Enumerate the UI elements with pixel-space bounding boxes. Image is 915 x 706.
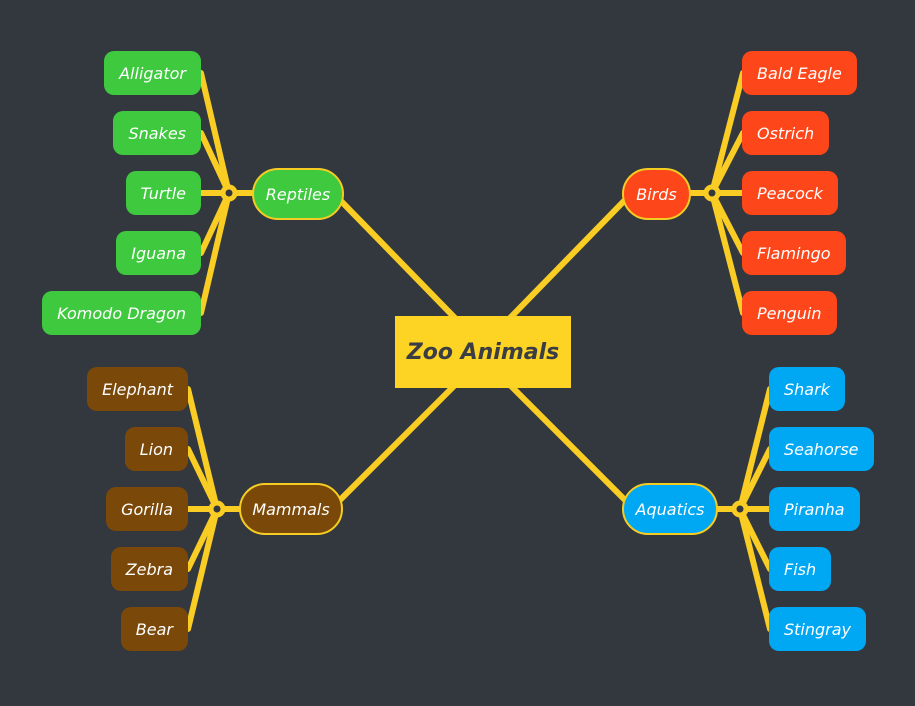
leaf-shark[interactable]: Shark: [769, 367, 845, 411]
leaf-zebra[interactable]: Zebra: [110, 547, 188, 591]
leaf-snakes[interactable]: Snakes: [113, 111, 201, 155]
leaf-peacock[interactable]: Peacock: [742, 171, 838, 215]
leaf-gorilla[interactable]: Gorilla: [106, 487, 188, 531]
leaf-flamingo[interactable]: Flamingo: [742, 231, 846, 275]
leaf-lion[interactable]: Lion: [124, 427, 188, 471]
branch-birds[interactable]: Birds: [622, 168, 691, 220]
leaf-stingray[interactable]: Stingray: [769, 607, 867, 651]
leaf-turtle[interactable]: Turtle: [125, 171, 201, 215]
leaf-bear[interactable]: Bear: [120, 607, 188, 651]
leaf-piranha[interactable]: Piranha: [769, 487, 860, 531]
leaf-ostrich[interactable]: Ostrich: [742, 111, 830, 155]
branch-mammals[interactable]: Mammals: [239, 483, 343, 535]
leaf-elephant[interactable]: Elephant: [87, 367, 188, 411]
leaf-bald-eagle[interactable]: Bald Eagle: [742, 51, 857, 95]
leaf-iguana[interactable]: Iguana: [116, 231, 201, 275]
leaf-komodo-dragon[interactable]: Komodo Dragon: [42, 291, 201, 335]
branch-aquatics[interactable]: Aquatics: [622, 483, 718, 535]
leaf-seahorse[interactable]: Seahorse: [769, 427, 874, 471]
branch-reptiles[interactable]: Reptiles: [252, 168, 344, 220]
leaf-penguin[interactable]: Penguin: [742, 291, 837, 335]
central-topic[interactable]: Zoo Animals: [395, 316, 571, 388]
leaf-fish[interactable]: Fish: [769, 547, 832, 591]
leaf-alligator[interactable]: Alligator: [104, 51, 201, 95]
